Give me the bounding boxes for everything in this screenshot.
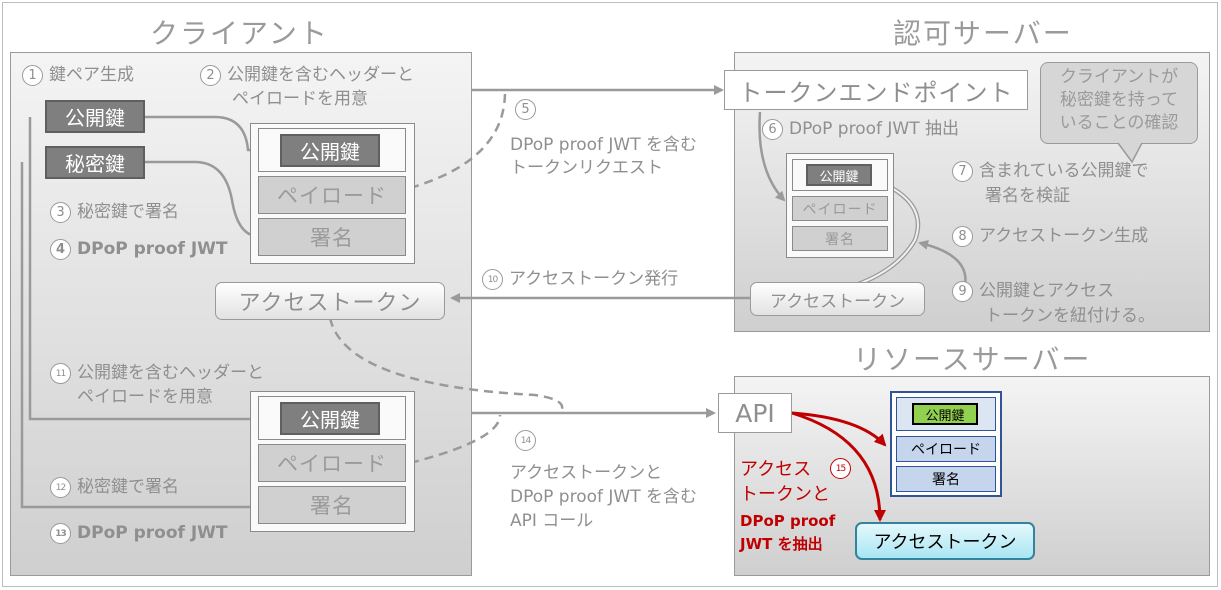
step-13-badge: 13 [50, 522, 71, 544]
step-15-line3: DPoP proof [740, 512, 836, 530]
step-5-line1: DPoP proof JWT を含む [510, 135, 697, 155]
resource-jwt-public-key: 公開鍵 [912, 403, 978, 425]
step-4-label: 4 DPoP proof JWT [50, 238, 228, 261]
public-key-box: 公開鍵 [45, 100, 145, 133]
step-11-line1: 公開鍵を含むヘッダーと [77, 363, 264, 383]
bubble-line2: 秘密鍵を持って [1059, 90, 1179, 110]
step-15-line2: トークンと [740, 484, 830, 505]
arrow-bind [918, 240, 967, 286]
step-11-line2: ペイロードを用意 [77, 387, 213, 407]
step-13-text: DPoP proof JWT [77, 523, 228, 543]
dashed-token-to-api [328, 317, 564, 414]
private-key-box: 秘密鍵 [45, 146, 145, 179]
jwt1-payload: ペイロード [258, 176, 406, 214]
step-7-badge: 7 [952, 160, 973, 182]
jwt2-payload: ペイロード [258, 444, 406, 482]
step-10-badge: 10 [482, 268, 503, 290]
step-2-label: 2 公開鍵を含むヘッダーと [200, 64, 414, 87]
step-3-badge: 3 [50, 201, 71, 223]
auth-jwt-public-key: 公開鍵 [806, 164, 872, 186]
jwt2-header-public-key: 公開鍵 [280, 402, 380, 435]
step-12-text: 秘密鍵で署名 [77, 477, 179, 497]
step-15-badge: 15 [830, 457, 851, 479]
token-endpoint-box: トークンエンドポイント [724, 70, 1028, 110]
dashed-payload-to-request [409, 91, 507, 190]
arrow-red-to-header [791, 411, 887, 447]
step-6-label: 6 DPoP proof JWT 抽出 [762, 118, 959, 141]
step-8-text: アクセストークン生成 [979, 226, 1149, 246]
step-5-line2: トークンリクエスト [510, 158, 663, 178]
jwt1-header-cell [258, 128, 406, 172]
step-9-badge: 9 [952, 280, 973, 302]
arrow-privkey-to-signature2 [20, 162, 260, 512]
step-15-line1: アクセス [740, 459, 812, 480]
jwt2-signature: 署名 [258, 486, 406, 524]
step-5-badge-wrap: 5 [515, 98, 542, 121]
client-title: クライアント [150, 17, 329, 50]
step-14-badge: 14 [515, 429, 536, 451]
step-15-badge-wrap: 15 [830, 457, 857, 480]
step-11-badge: 11 [50, 362, 71, 384]
step-12-badge: 12 [50, 476, 71, 498]
bubble-line1: クライアントが [1059, 67, 1179, 87]
step-7-label: 7 含まれている公開鍵で [952, 160, 1149, 183]
step-1-badge: 1 [22, 64, 43, 86]
step-5-badge: 5 [515, 98, 536, 120]
step-6-badge: 6 [762, 118, 783, 140]
client-access-token: アクセストークン [215, 282, 445, 320]
step-4-badge: 4 [50, 238, 71, 260]
step-14-badge-wrap: 14 [515, 429, 542, 452]
step-8-badge: 8 [952, 225, 973, 247]
dashed-payload2-to-api [409, 414, 502, 465]
proof-of-possession-bubble: クライアントが 秘密鍵を持って いることの確認 [1040, 62, 1198, 144]
auth-access-token: アクセストークン [750, 282, 925, 316]
step-14-line2: DPoP proof JWT を含む [510, 487, 697, 507]
step-2-line1: 公開鍵を含むヘッダーと [227, 65, 414, 85]
step-13-label: 13 DPoP proof JWT [50, 522, 228, 545]
step-7-line1: 含まれている公開鍵で [979, 161, 1149, 181]
auth-server-title: 認可サーバー [893, 17, 1073, 50]
resource-jwt-signature: 署名 [896, 466, 996, 492]
step-6-text: DPoP proof JWT 抽出 [789, 119, 959, 139]
step-12-label: 12 秘密鍵で署名 [50, 476, 179, 499]
auth-jwt-header-cell [792, 159, 888, 191]
step-2-badge: 2 [200, 64, 221, 86]
auth-jwt-signature: 署名 [792, 226, 888, 251]
step-8-label: 8 アクセストークン生成 [952, 225, 1148, 248]
step-7-line2: 署名を検証 [985, 186, 1070, 206]
step-2-line2: ペイロードを用意 [232, 89, 368, 109]
step-9-label: 9 公開鍵とアクセス [952, 280, 1114, 303]
step-15-line4: JWT を抽出 [740, 535, 823, 553]
arrow-privkey-to-signature [145, 160, 260, 241]
step-3-label: 3 秘密鍵で署名 [50, 201, 179, 224]
step-1-text: 鍵ペア生成 [49, 65, 134, 85]
arrow-red-to-token [791, 411, 886, 522]
step-10-label: 10 アクセストークン発行 [482, 268, 678, 291]
step-9-line2: トークンを紐付ける。 [985, 306, 1155, 326]
step-14-line1: アクセストークンと [510, 463, 663, 483]
jwt2-header-cell [258, 396, 406, 440]
jwt1-signature: 署名 [258, 218, 406, 256]
resource-jwt-payload: ペイロード [896, 436, 996, 462]
arrow-pubkey-to-header [145, 115, 272, 155]
arrow-pubkey-to-header2 [28, 117, 272, 424]
resource-server-title: リソースサーバー [853, 343, 1092, 376]
jwt1-header-public-key: 公開鍵 [280, 134, 380, 167]
step-11-label: 11 公開鍵を含むヘッダーと [50, 362, 264, 385]
step-4-text: DPoP proof JWT [77, 239, 228, 259]
bubble-line3: いることの確認 [1059, 113, 1179, 133]
step-3-text: 秘密鍵で署名 [77, 202, 179, 222]
auth-jwt-payload: ペイロード [792, 196, 888, 221]
verify-line-inner [839, 177, 919, 291]
api-box: API [718, 393, 792, 433]
step-1-label: 1 鍵ペア生成 [22, 64, 134, 87]
step-9-line1: 公開鍵とアクセス [979, 281, 1115, 301]
resource-access-token: アクセストークン [855, 522, 1035, 560]
step-14-line3: API コール [510, 511, 594, 531]
step-10-text: アクセストークン発行 [509, 269, 679, 289]
arrow-extract-jwt [758, 111, 786, 202]
